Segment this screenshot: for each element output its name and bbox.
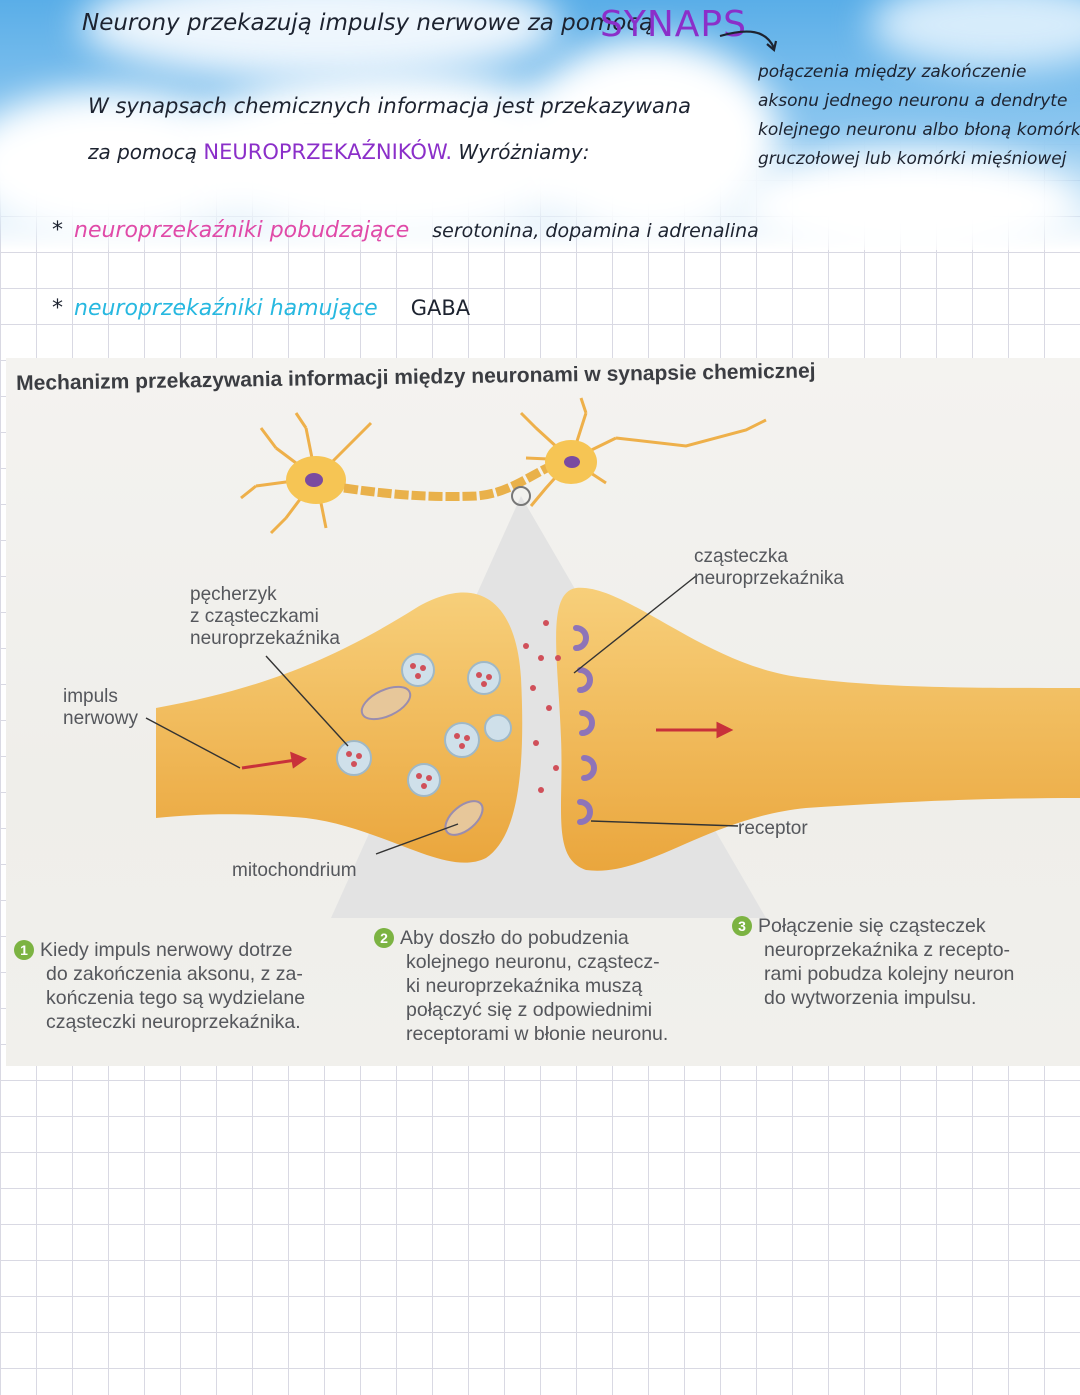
arrow-icon bbox=[241, 721, 734, 770]
arrow-icon bbox=[719, 30, 778, 53]
label-mitochondrium: mitochondrium bbox=[232, 860, 357, 881]
step-3-badge: 3 bbox=[732, 916, 752, 936]
synaps-heading: SYNAPS bbox=[600, 4, 747, 45]
note-line-1: Neurony przekazują impulsy nerwowe za po… bbox=[82, 10, 654, 36]
postsynaptic-terminal bbox=[556, 587, 1080, 871]
step-2-badge: 2 bbox=[374, 928, 394, 948]
synapse-diagram bbox=[145, 397, 1080, 918]
note-line-3: za pomocą NEUROPRZEKAŹNIKÓW. Wyróżniamy: bbox=[88, 140, 590, 164]
mitochondrium-1 bbox=[360, 685, 412, 721]
bullet-excitatory: * neuroprzekaźniki pobudzające serotonin… bbox=[52, 218, 759, 243]
bullet-inhibitory-label: neuroprzekaźniki hamujące bbox=[74, 296, 378, 321]
label-vesicle: pęcherzyk z cząsteczkami neuroprzekaźnik… bbox=[190, 584, 340, 649]
label-impulse: impuls nerwowy bbox=[63, 686, 138, 729]
label-receptor: receptor bbox=[738, 818, 808, 839]
neuroprzekazniki-highlight: NEUROPRZEKAŹNIKÓW. bbox=[203, 140, 452, 164]
mitochondrium-2 bbox=[444, 800, 484, 836]
bullet-inhibitory: * neuroprzekaźniki hamujące GABA bbox=[52, 296, 471, 321]
receptors bbox=[573, 625, 597, 825]
vesicle-molecules bbox=[346, 663, 492, 789]
vesicles bbox=[336, 653, 512, 797]
cleft-molecules bbox=[523, 620, 561, 793]
bullet-inhibitory-examples: GABA bbox=[410, 296, 471, 320]
label-molecule: cząsteczka neuroprzekaźnika bbox=[694, 546, 844, 589]
bullet-excitatory-examples: serotonina, dopamina i adrenalina bbox=[432, 220, 759, 242]
step-1-badge: 1 bbox=[14, 940, 34, 960]
textbook-figure: Mechanizm przekazywania informacji międz… bbox=[6, 358, 1080, 1066]
axon bbox=[343, 461, 553, 502]
bullet-excitatory-label: neuroprzekaźniki pobudzające bbox=[74, 218, 410, 243]
note-line-2: W synapsach chemicznych informacja jest … bbox=[88, 94, 692, 118]
sky-background bbox=[0, 0, 1080, 250]
synaps-definition: połączenia między zakończenie aksonu jed… bbox=[758, 62, 1080, 169]
